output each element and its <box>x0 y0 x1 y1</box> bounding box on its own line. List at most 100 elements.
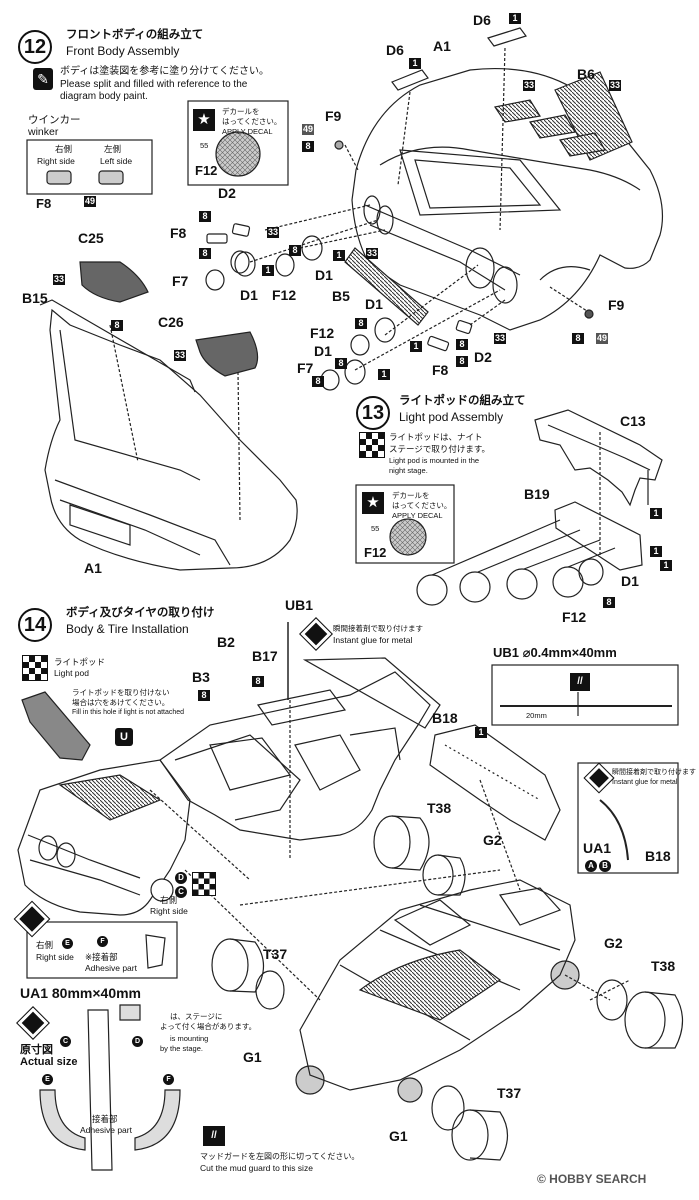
tag-8: 8 <box>111 320 123 331</box>
winker-left-jp: 左側 <box>104 144 122 154</box>
label-b5: B5 <box>332 288 350 304</box>
label-g2-right: G2 <box>604 935 623 951</box>
decal-jp2: はってください。 <box>222 117 282 126</box>
glue-note-en: Instant glue for metal <box>333 635 413 645</box>
tag-33: 33 <box>267 227 280 238</box>
paint-brush-icon: ✎ <box>33 68 53 90</box>
winker-right-en: Right side <box>37 156 75 166</box>
ua1-title: UA1 80mm×40mm <box>20 985 142 1001</box>
label-d1-e: D1 <box>621 573 639 589</box>
label-a1-top: A1 <box>433 38 451 54</box>
step-13-title-en: Light pod Assembly <box>399 410 504 424</box>
adhesive-jp: ※接着部 <box>85 952 118 962</box>
front-body-step14 <box>17 759 191 916</box>
decal-number-s13: 55 <box>371 524 380 533</box>
label-a1-bottom: A1 <box>84 560 102 576</box>
label-f8-left: F8 <box>170 225 187 241</box>
winker-en: winker <box>28 126 59 138</box>
decal-star-icon: ★ <box>193 109 215 131</box>
letter-f-badge: F <box>97 936 108 947</box>
tag-8: 8 <box>335 358 347 369</box>
label-c26: C26 <box>158 314 184 330</box>
label-t38-right: T38 <box>651 958 676 974</box>
letter-b: B <box>602 861 608 870</box>
letter-e-actual: E <box>42 1074 53 1085</box>
paint-note-jp: ボディは塗装図を参考に塗り分けてください。 <box>60 66 269 77</box>
tag-1: 1 <box>650 508 662 519</box>
tag-8: 8 <box>252 676 264 687</box>
letter-e: E <box>65 940 70 947</box>
tag-49: 49 <box>596 333 609 344</box>
label-ua1-small: UA1 <box>583 840 612 856</box>
tag-33: 33 <box>366 248 379 259</box>
paint-note-en1: Please split and filled with reference t… <box>60 79 248 90</box>
winker-left-en: Left side <box>100 156 133 166</box>
tag-1: 1 <box>262 265 274 276</box>
step-14-number: 14 <box>23 614 47 636</box>
tag-49-winker: 49 <box>84 196 97 207</box>
label-d2-bottom: D2 <box>474 349 492 365</box>
lightpod-note-jp1: ライトポッドは、ナイト <box>389 432 483 442</box>
step-14-title-jp: ボディ及びタイヤの取り付け <box>66 607 215 619</box>
lightpod-en: Light pod <box>54 668 89 678</box>
tag-1: 1 <box>660 560 672 571</box>
letter-e-actual-text: E <box>45 1076 50 1083</box>
tag-1: 1 <box>410 341 422 352</box>
winker-right-jp: 右側 <box>55 144 73 154</box>
step-13-title-jp: ライトポッドの組み立て <box>399 395 526 407</box>
label-ub1: UB1 <box>285 597 314 613</box>
label-b19: B19 <box>524 486 550 502</box>
label-f12-c: F12 <box>310 325 335 341</box>
tag-33: 33 <box>174 350 187 361</box>
label-d6-top: D6 <box>473 12 491 28</box>
letter-c: C <box>178 887 184 896</box>
label-t37-bottom: T37 <box>497 1085 522 1101</box>
adhesive-part-en: Adhesive part <box>80 1125 132 1135</box>
chassis-frame <box>299 879 576 1091</box>
step-12-title-en: Front Body Assembly <box>66 44 180 58</box>
glue-note-jp: 瞬間接着剤で取り付けます <box>333 624 423 633</box>
lightpod-jp: ライトポッド <box>54 657 106 667</box>
label-f7-top: F7 <box>172 273 189 289</box>
letter-e-badge: E <box>62 938 73 949</box>
fill-hole-jp1: ライトポッドを取り付けない <box>72 688 170 697</box>
front-body-shell <box>351 67 664 331</box>
label-d1-c: D1 <box>365 296 383 312</box>
watermark: © HOBBY SEARCH <box>537 1172 647 1186</box>
letter-b-badge: B <box>599 860 611 872</box>
label-g2-top: G2 <box>483 832 502 848</box>
letter-d-badge: D <box>175 872 187 884</box>
step-12-title-jp: フロントボディの組み立て <box>66 29 204 41</box>
actual-size-jp: 原寸図 <box>20 1044 53 1056</box>
stage-note-jp2: よって付く場合があります。 <box>160 1022 257 1031</box>
tag-33: 33 <box>523 80 536 91</box>
letter-f-actual-text: F <box>166 1076 171 1083</box>
tag-8: 8 <box>199 248 211 259</box>
letter-a-badge: A <box>585 860 597 872</box>
label-b3: B3 <box>192 669 210 685</box>
lightpod-note-en2: night stage. <box>389 466 428 475</box>
label-b18-spoiler: B18 <box>432 710 458 726</box>
letter-a: A <box>588 861 594 870</box>
cut-note-en: Cut the mud guard to this size <box>200 1163 313 1173</box>
tag-8: 8 <box>456 356 468 367</box>
tag-1: 1 <box>333 250 345 261</box>
right-side-en: Right side <box>150 906 188 916</box>
decal-jp1-s13: デカールを <box>392 491 430 500</box>
fill-hole-jp2: 場合は穴をあけてください。 <box>72 698 170 707</box>
ub1-spec: UB1 ⌀0.4mm×40mm <box>493 645 617 660</box>
ub1-length: 20mm <box>526 711 547 720</box>
letter-c-badge: C <box>175 886 187 898</box>
adhesive-en: Adhesive part <box>85 963 137 973</box>
decal-number: 55 <box>200 141 209 150</box>
tag-1: 1 <box>475 727 487 738</box>
cut-note-jp: マッドガードを左図の形に切ってください。 <box>200 1152 360 1161</box>
right-side-jp: 右側 <box>160 895 178 905</box>
label-c25: C25 <box>78 230 104 246</box>
tag-8: 8 <box>302 141 314 152</box>
night-stage-icon <box>359 432 385 458</box>
right-box-en: Right side <box>36 952 74 962</box>
label-b6: B6 <box>577 66 595 82</box>
drill-letter: U <box>120 731 128 743</box>
